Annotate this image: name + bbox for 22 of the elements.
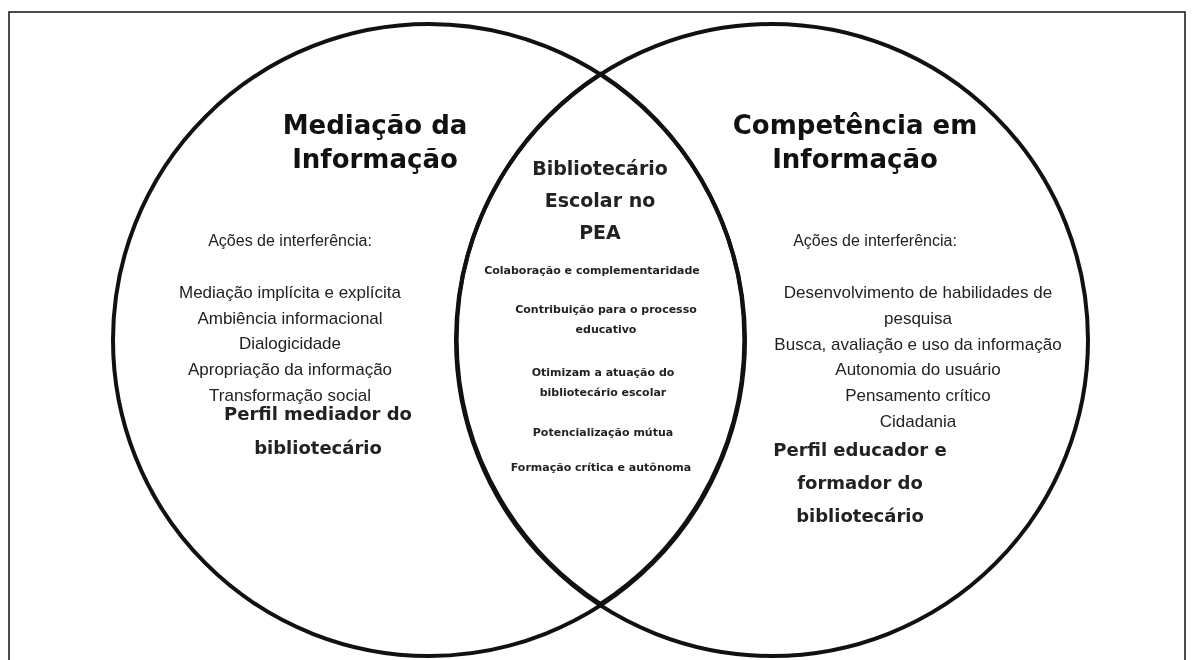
intersection-title: Bibliotecário Escolar no PEA (531, 156, 669, 245)
list-item: Ambiência informacional (196, 308, 384, 330)
section-heading: Ações de interferência: (207, 231, 373, 251)
list-item: Transformação social (208, 385, 372, 406)
list-item: Dialogicidade (237, 333, 343, 355)
circle-title: Mediação da Informação (281, 109, 469, 176)
list-item: Cidadania (878, 411, 958, 433)
section-heading: Ações de interferência: (792, 231, 958, 251)
profile-text: Perfil educador e formador do bibliotecário (772, 438, 948, 528)
intersection-item: Potencialização mútua (531, 425, 675, 441)
list-item: Pensamento crítico (844, 385, 992, 407)
list-item: Autonomia do usuário (834, 359, 1002, 381)
circle-title: Competência em Informação (731, 109, 979, 176)
list-item: Apropriação da informação (186, 359, 394, 381)
intersection-item: Colaboração e complementaridade (483, 263, 701, 279)
intersection-item: Contribuição para o processo educativo (514, 302, 698, 338)
list-item: Busca, avaliação e uso da informação (773, 334, 1063, 356)
list-item: Desenvolvimento de habilidades de pesquisa (782, 282, 1054, 330)
profile-text: Perfil mediador do bibliotecário (224, 403, 413, 460)
intersection-item: Otimizam a atuação do bibliotecário escolar (530, 365, 676, 401)
list-item: Mediação implícita e explícita (177, 282, 402, 304)
intersection-item: Formação crítica e autônoma (509, 460, 693, 476)
